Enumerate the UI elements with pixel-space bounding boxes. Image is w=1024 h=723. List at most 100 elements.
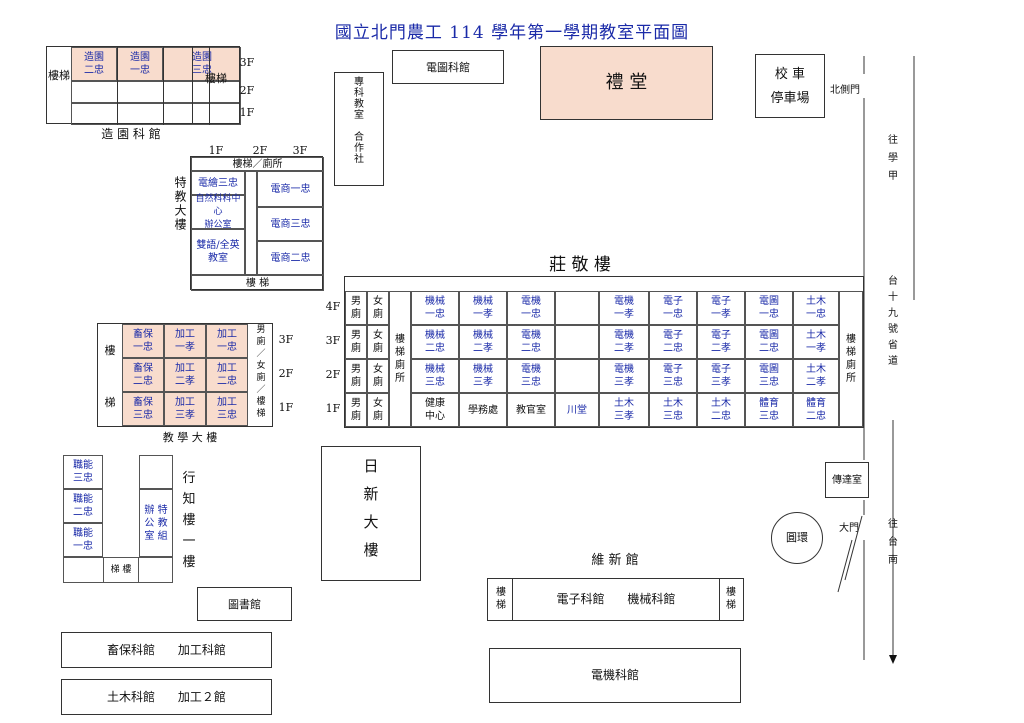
zj-women-1: 女 廁: [367, 325, 389, 359]
roundabout: 圓環: [771, 512, 823, 564]
zj-women-2: 女 廁: [367, 359, 389, 393]
zhuangjing-name: 莊 敬 樓: [549, 255, 611, 275]
xingzhi-stairs: 梯 樓: [103, 557, 139, 583]
jiaoxue-room-2-1: 加工 三孝: [164, 392, 206, 426]
dianji-hall-top: 電圖科館: [392, 50, 504, 84]
provincial-road-19: 台 十 九 號 省 道: [888, 276, 898, 367]
jiaoxue-room-2-2: 加工 三忠: [206, 392, 248, 426]
zj-room-2-6: 電子 三孝: [697, 359, 745, 393]
guard-room: 傳達室: [825, 462, 869, 498]
jiaoxue-floor-1f: 1F: [278, 401, 294, 414]
zj-men-1: 男 廁: [345, 325, 367, 359]
zj-stairs-left: 樓 梯 廁 所: [389, 291, 411, 427]
zj-room-2-2: 電機 三忠: [507, 359, 555, 393]
jiaoxue-floor-3f: 3F: [278, 333, 294, 346]
zhuangjing-building: 男 廁女 廁男 廁女 廁男 廁女 廁男 廁女 廁樓 梯 廁 所機械 一忠機械 二…: [344, 276, 864, 428]
zaoyuan-class-3: 造園 三忠: [163, 47, 241, 81]
zj-room-3-3: 川堂: [555, 393, 599, 427]
zaoyuan-name: 造 園 科 館: [101, 127, 161, 141]
zj-women-0: 女 廁: [367, 291, 389, 325]
zj-room-0-2: 電機 一忠: [507, 291, 555, 325]
zj-men-2: 男 廁: [345, 359, 367, 393]
zaoyuan-stairs-right: 樓梯: [205, 72, 227, 85]
jiaoxue-side: 男 廁 ／ 女 廁 ／ 樓 梯: [256, 325, 266, 419]
north-gate: 北側門: [830, 85, 860, 96]
dianji-hall-bottom: 電機科館: [489, 648, 741, 703]
zj-room-2-4: 電機 三孝: [599, 359, 649, 393]
page-title: 國立北門農工 114 學年第一學期教室平面圖: [334, 23, 690, 43]
zj-room-0-4: 電機 一孝: [599, 291, 649, 325]
zaoyuan-class-2: 造園 一忠: [117, 47, 163, 81]
road-to-tainan: 往 台 南: [888, 519, 898, 566]
zj-room-2-5: 電子 三忠: [649, 359, 697, 393]
auditorium: 禮 堂: [540, 46, 713, 120]
zj-room-0-3: [555, 291, 599, 325]
jiaoxue-stairs: 樓 梯: [104, 344, 116, 409]
jiaoxue-floor-2f: 2F: [278, 367, 294, 380]
xingzhi-building: 職能 三忠 職能 二忠 職能 一忠 辦 特 公 教 室 組 梯 樓: [63, 455, 173, 583]
zj-floor-1f: 1F: [325, 402, 341, 415]
zj-room-0-6: 電子 一孝: [697, 291, 745, 325]
teijiao-left-3: 雙語/全英 教室: [191, 229, 245, 275]
xingzhi-name: 行 知 樓 一 樓: [182, 471, 196, 570]
specialty-classroom-coop: 專 科 教 室 合 作 社: [334, 72, 384, 186]
zj-room-1-4: 電機 二孝: [599, 325, 649, 359]
zj-room-1-3: [555, 325, 599, 359]
zaoyuan-stairs-left: 樓梯: [48, 69, 70, 82]
main-gate: 大門: [839, 523, 859, 534]
zj-men-0: 男 廁: [345, 291, 367, 325]
zj-room-3-8: 體育 二忠: [793, 393, 839, 427]
teijiao-floor-1f: 1F: [208, 144, 224, 157]
zj-room-2-3: [555, 359, 599, 393]
zaoyuan-class-1: 造園 二忠: [71, 47, 117, 81]
zaoyuan-floor-1f: 1F: [239, 106, 255, 119]
jiaoxue-room-1-1: 加工 二孝: [164, 358, 206, 392]
zj-room-3-0: 健康 中心: [411, 393, 459, 427]
zj-floor-4f: 4F: [325, 300, 341, 313]
zj-room-3-1: 學務處: [459, 393, 507, 427]
zj-room-0-0: 機械 一忠: [411, 291, 459, 325]
zj-room-1-1: 機械 二孝: [459, 325, 507, 359]
teijiao-right-2: 電商三忠: [257, 207, 324, 241]
zj-room-2-1: 機械 三孝: [459, 359, 507, 393]
xingzhi-class-2: 職能 二忠: [63, 489, 103, 523]
zj-room-1-6: 電子 二孝: [697, 325, 745, 359]
jiaoxue-room-0-0: 畜保 一忠: [122, 324, 164, 358]
teijiao-left-1: 電繪三忠: [191, 171, 245, 195]
zj-room-2-7: 電圖 三忠: [745, 359, 793, 393]
zj-room-1-7: 電圖 二忠: [745, 325, 793, 359]
weixin-building: 樓 梯 電子科館 機械科館 樓 梯: [487, 578, 744, 621]
teijiao-floor-3f: 3F: [292, 144, 308, 157]
zj-room-1-8: 土木 一孝: [793, 325, 839, 359]
jiaoxue-room-0-2: 加工 一忠: [206, 324, 248, 358]
zj-floor-2f: 2F: [325, 368, 341, 381]
zj-room-3-5: 土木 三忠: [649, 393, 697, 427]
zj-room-3-7: 體育 三忠: [745, 393, 793, 427]
zj-room-0-8: 土木 一忠: [793, 291, 839, 325]
zj-room-3-4: 土木 三孝: [599, 393, 649, 427]
zaoyuan-floor-2f: 2F: [239, 84, 255, 97]
jiaoxue-room-1-2: 加工 二忠: [206, 358, 248, 392]
teijiao-right-1: 電商一忠: [257, 171, 324, 207]
tumu-jiagong2-hall: 土木科館 加工２館: [61, 679, 272, 715]
zj-women-3: 女 廁: [367, 393, 389, 427]
jiaoxue-building: 樓 梯 畜保 一忠加工 一孝加工 一忠畜保 二忠加工 二孝加工 二忠畜保 三忠加…: [97, 323, 273, 427]
jiaoxue-name: 教 學 大 樓: [162, 431, 218, 444]
teijiao-name: 特教大樓: [173, 176, 187, 232]
teijiao-floor-2f: 2F: [252, 144, 268, 157]
jiaoxue-room-0-1: 加工 一孝: [164, 324, 206, 358]
zj-room-0-1: 機械 一孝: [459, 291, 507, 325]
school-bus-parking: 校 車 停車場: [755, 54, 825, 118]
jiaoxue-room-2-0: 畜保 三忠: [122, 392, 164, 426]
zj-men-3: 男 廁: [345, 393, 367, 427]
jiaoxue-room-1-0: 畜保 二忠: [122, 358, 164, 392]
teijiao-building: 樓梯／廁所 電繪三忠 自然科科中心 辦公室 雙語/全英 教室 電商一忠 電商三忠…: [190, 156, 324, 291]
xingzhi-office: 辦 特 公 教 室 組: [139, 489, 173, 557]
zj-room-1-5: 電子 二忠: [649, 325, 697, 359]
zj-room-3-6: 土木 二忠: [697, 393, 745, 427]
zj-floor-3f: 3F: [325, 334, 341, 347]
zj-room-1-2: 電機 二忠: [507, 325, 555, 359]
zj-room-2-0: 機械 三忠: [411, 359, 459, 393]
zj-stairs-right: 樓 梯 廁 所: [839, 291, 863, 427]
zaoyuan-floor-3f: 3F: [239, 56, 255, 69]
